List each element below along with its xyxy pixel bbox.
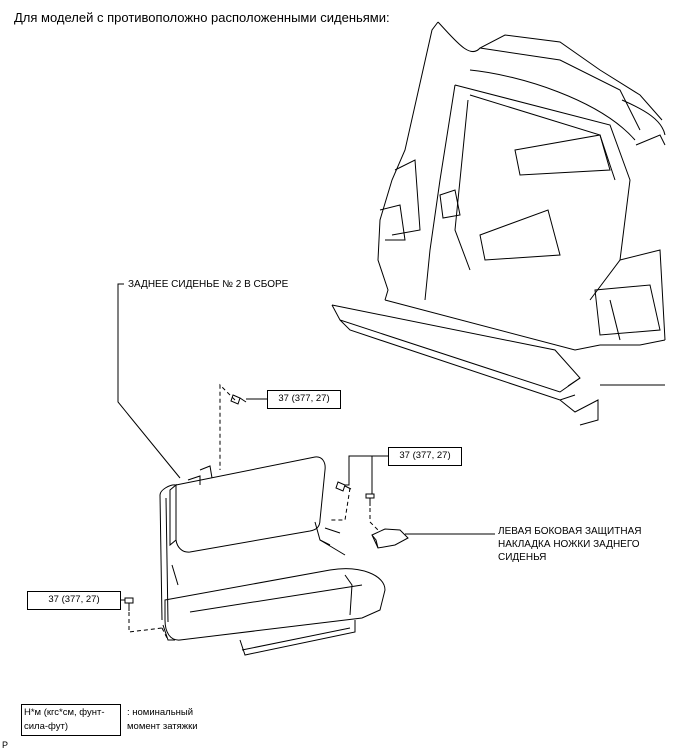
leader-lines [117,283,495,601]
leg-cover-drawing [371,528,409,549]
corner-letter: P [2,740,9,750]
seat-assembly-label: ЗАДНЕЕ СИДЕНЬЕ № 2 В СБОРЕ [128,279,289,290]
legend-unit-box: Н*м (кгс*см, фунт- сила-фут) [21,704,121,736]
legend-text-line2: момент затяжки [127,721,198,732]
leg-cover-label-line1: ЛЕВАЯ БОКОВАЯ ЗАЩИТНАЯ [498,526,642,537]
bolt-icon [230,394,247,405]
bolt-icon [365,493,375,506]
leg-cover-label-line3: СИДЕНЬЯ [498,552,547,563]
bolt-icon [124,597,134,611]
legend-description: : номинальный момент затяжки [127,706,237,734]
leg-cover-label: ЛЕВАЯ БОКОВАЯ ЗАЩИТНАЯ НАКЛАДКА НОЖКИ ЗА… [498,525,641,564]
torque-box-top: 37 (377, 27) [267,390,341,409]
legend-text-line1: : номинальный [127,707,194,718]
page-heading: Для моделей с противоположно расположенн… [14,10,390,25]
seat-drawing [159,456,386,656]
torque-box-right: 37 (377, 27) [388,447,462,466]
leg-cover-label-line2: НАКЛАДКА НОЖКИ ЗАДНЕГО [498,539,640,550]
vehicle-rear-drawing [331,21,666,426]
legend-box-line1: Н*м (кгс*см, фунт- [24,707,105,718]
dashed-guides [128,383,379,641]
torque-box-left: 37 (377, 27) [27,591,121,610]
legend-box-line2: сила-фут) [24,721,69,732]
